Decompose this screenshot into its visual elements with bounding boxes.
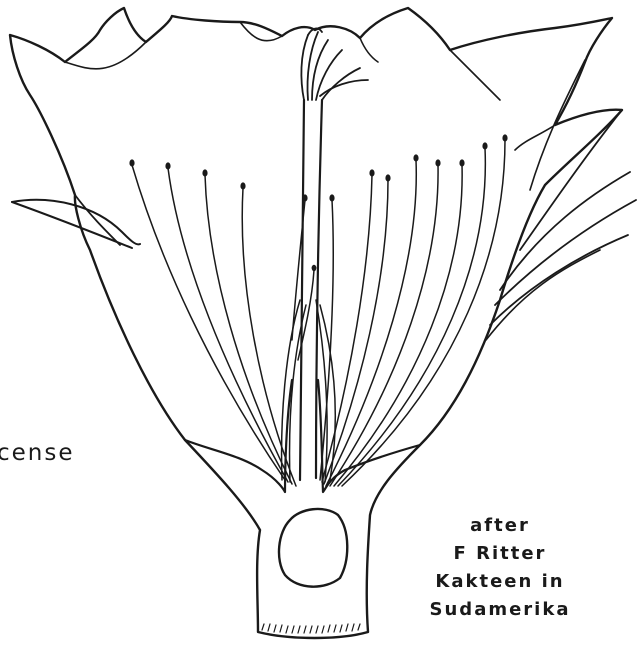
petal-edge: [240, 22, 282, 41]
stigma: [301, 28, 368, 100]
left-bract: [12, 200, 140, 245]
stamens-right: [316, 140, 505, 486]
credit-line: Kakteen in: [410, 568, 590, 596]
credit-line: Sudamerika: [410, 596, 590, 624]
right-bract: [486, 250, 600, 340]
credit-line: after: [410, 512, 590, 540]
right-bract: [500, 172, 630, 290]
petal-edge: [65, 42, 146, 69]
ovary: [279, 509, 347, 587]
left-bract: [75, 195, 120, 245]
petal-edge: [360, 38, 378, 62]
right-bract: [520, 110, 622, 250]
petal-edge: [450, 50, 500, 100]
credit-block: after F Ritter Kakteen in Sudamerika: [410, 512, 590, 624]
style-left: [300, 100, 304, 480]
credit-line: F Ritter: [410, 540, 590, 568]
tube-wall-left: [185, 380, 292, 492]
base-texture: [262, 624, 360, 633]
cut-off-label: cense: [0, 440, 75, 466]
